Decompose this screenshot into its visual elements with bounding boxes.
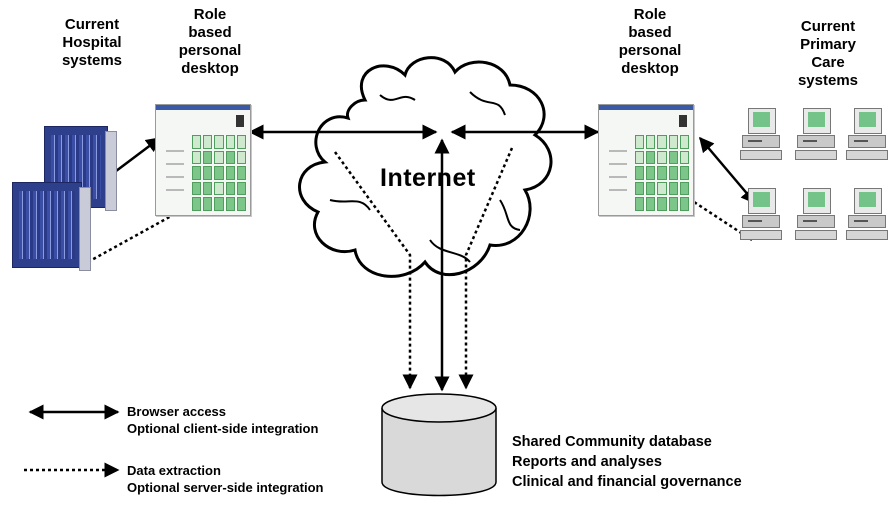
right-desktop-label: Role based personal desktop (618, 6, 682, 77)
desktop-computer-icon (740, 108, 782, 166)
legend-data-text: Data extraction Optional server-side int… (127, 463, 324, 495)
left-desktop-label: Role based personal desktop (178, 6, 242, 77)
application-window-icon (155, 104, 251, 216)
desktop-computer-icon (846, 108, 888, 166)
cylinder-icon (381, 393, 497, 497)
internet-label: Internet (380, 164, 476, 192)
desktop-computer-icon (740, 188, 782, 246)
hospital-systems-label: Current Hospital systems (61, 16, 123, 69)
legend-browser-text: Browser access Optional client-side inte… (127, 404, 319, 436)
desktop-computer-icon (795, 108, 837, 166)
right-cloud-data-arrow (458, 147, 514, 390)
desktop-computer-icon (846, 188, 888, 246)
primary-care-label: Current Primary Care systems (797, 18, 859, 89)
cloud-icon (298, 56, 553, 278)
primary-care-to-desktop-arrow (699, 136, 756, 205)
application-window-icon (598, 104, 694, 216)
database-description: Shared Community database Reports and an… (512, 434, 742, 490)
desktop-computer-icon (795, 188, 837, 246)
left-cloud-data-arrow (333, 151, 418, 390)
server-rack-icon (12, 182, 91, 271)
